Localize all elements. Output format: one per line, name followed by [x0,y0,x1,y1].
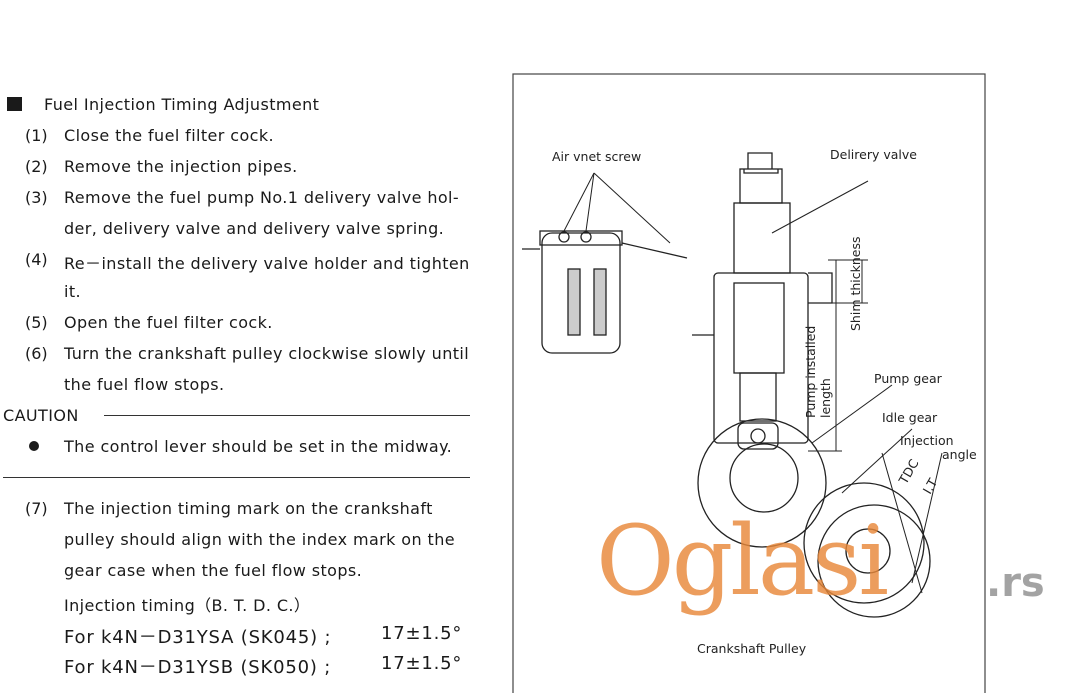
fuel-pump-diagram: Air vnet screw Delirery valve Shim thick… [512,73,986,693]
step-text: Turn the crankshaft pulley clockwise slo… [64,344,470,363]
section-divider [3,477,470,478]
shim-thickness-label: Shim thickness [848,236,863,331]
step-text: Close the fuel filter cock. [64,126,275,145]
dimension-lines [808,259,868,452]
crankshaft-pulley [803,482,931,618]
step-number: (3) [25,188,48,207]
injection-pump [692,152,833,450]
diagram-frame [512,73,986,693]
it-label: I.T [920,475,941,496]
pump-gear [697,418,827,548]
oglasi-watermark-logo: Oglasi .rs [596,505,1045,617]
timing-value: 17±1.5° [381,623,463,644]
step-text: Re－install the delivery valve holder and… [64,254,470,273]
crankshaft-pulley-label: Crankshaft Pulley [697,641,807,656]
step-text: it. [64,282,82,301]
step-number: (4) [25,250,48,269]
watermark-text: Oglasi [596,505,889,617]
step-text: Open the fuel filter cock. [64,313,273,332]
step-text: Remove the injection pipes. [64,157,298,176]
step-text: the fuel flow stops. [64,375,225,394]
air-vent-screw-label: Air vnet screw [552,149,641,164]
pump-gear-label: Pump gear [874,371,943,386]
tdc-label: TDC [895,456,922,487]
step-text: Remove the fuel pump No.1 delivery valve… [64,188,460,207]
step-text: gear case when the fuel flow stops. [64,561,363,580]
delivery-valve-label: Delirery valve [830,147,917,162]
step-number: (2) [25,157,48,176]
leader-lines [563,172,943,594]
timing-model: For k4N－D31YSA (SK045) ; [64,627,332,648]
bullet-icon [29,441,39,451]
caution-label: CAUTION [3,406,79,425]
timing-label: Injection timing（B. T. D. C.） [64,596,311,615]
injection-label: Injection [900,433,954,448]
section-bullet-icon [7,97,22,111]
angle-label: angle [942,447,977,462]
idle-gear-label: Idle gear [882,410,938,425]
step-number: (1) [25,126,48,145]
step-text: der, delivery valve and delivery valve s… [64,219,445,238]
section-title: Fuel Injection Timing Adjustment [44,95,320,114]
watermark-suffix: .rs [986,560,1045,606]
step-number: (7) [25,499,48,518]
caution-divider [104,415,470,416]
pump-installed-label: Pump installed [803,326,818,418]
timing-value: 17±1.5° [381,653,463,674]
step-number: (5) [25,313,48,332]
fuel-filter [522,230,688,354]
step-text: pulley should align with the index mark … [64,530,455,549]
length-label: length [818,378,833,418]
timing-model: For k4N－D31YSB (SK050) ; [64,657,332,678]
step-text: The injection timing mark on the cranksh… [64,499,433,518]
caution-text: The control lever should be set in the m… [64,437,453,456]
step-number: (6) [25,344,48,363]
